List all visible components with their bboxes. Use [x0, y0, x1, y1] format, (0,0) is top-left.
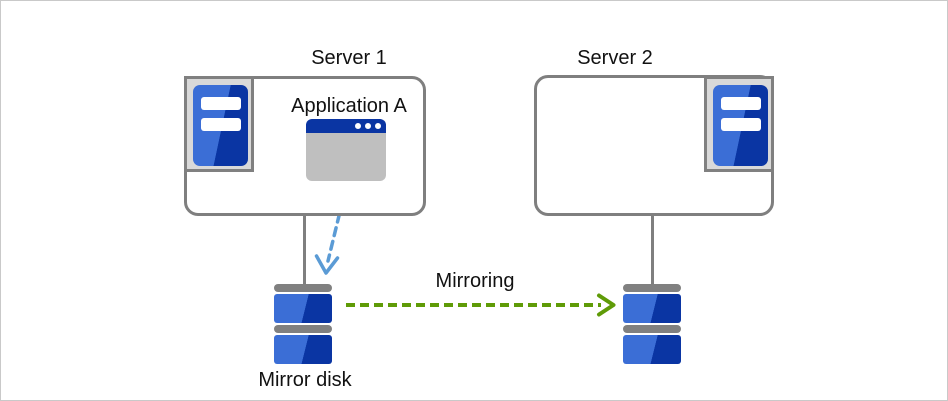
mirror-disk-left-icon: [274, 284, 332, 366]
window-dot-icon: [375, 123, 381, 129]
app-window-titlebar: [306, 119, 386, 133]
app-window-icon: [306, 119, 386, 181]
mirroring-arrow-icon: [346, 293, 616, 317]
mirror-disk-right-icon: [623, 284, 681, 366]
server-tower-icon: [713, 85, 768, 166]
disk-cap: [274, 325, 332, 333]
tower-slot-bar: [721, 97, 761, 110]
tower-slot-bar: [201, 97, 241, 110]
disk-cap: [623, 284, 681, 292]
server2-tower-icon: [704, 76, 774, 172]
window-dot-icon: [365, 123, 371, 129]
server1-tower-icon: [184, 76, 254, 172]
tower-slot-bar: [201, 118, 241, 131]
server1-label: Server 1: [311, 47, 387, 69]
mirroring-label: Mirroring: [435, 270, 515, 292]
disk-cap: [623, 325, 681, 333]
window-dot-icon: [355, 123, 361, 129]
disk-cap: [274, 284, 332, 292]
disk-volume: [274, 294, 332, 323]
mirror-disk-label: Mirror disk: [258, 369, 352, 391]
application-label: Application A: [291, 95, 407, 117]
tower-slot-bar: [721, 118, 761, 131]
server2-label: Server 2: [577, 47, 653, 69]
disk-volume: [623, 294, 681, 323]
disk-volume: [623, 335, 681, 364]
app-window-body: [306, 133, 386, 181]
disk-volume: [274, 335, 332, 364]
server-tower-icon: [193, 85, 248, 166]
